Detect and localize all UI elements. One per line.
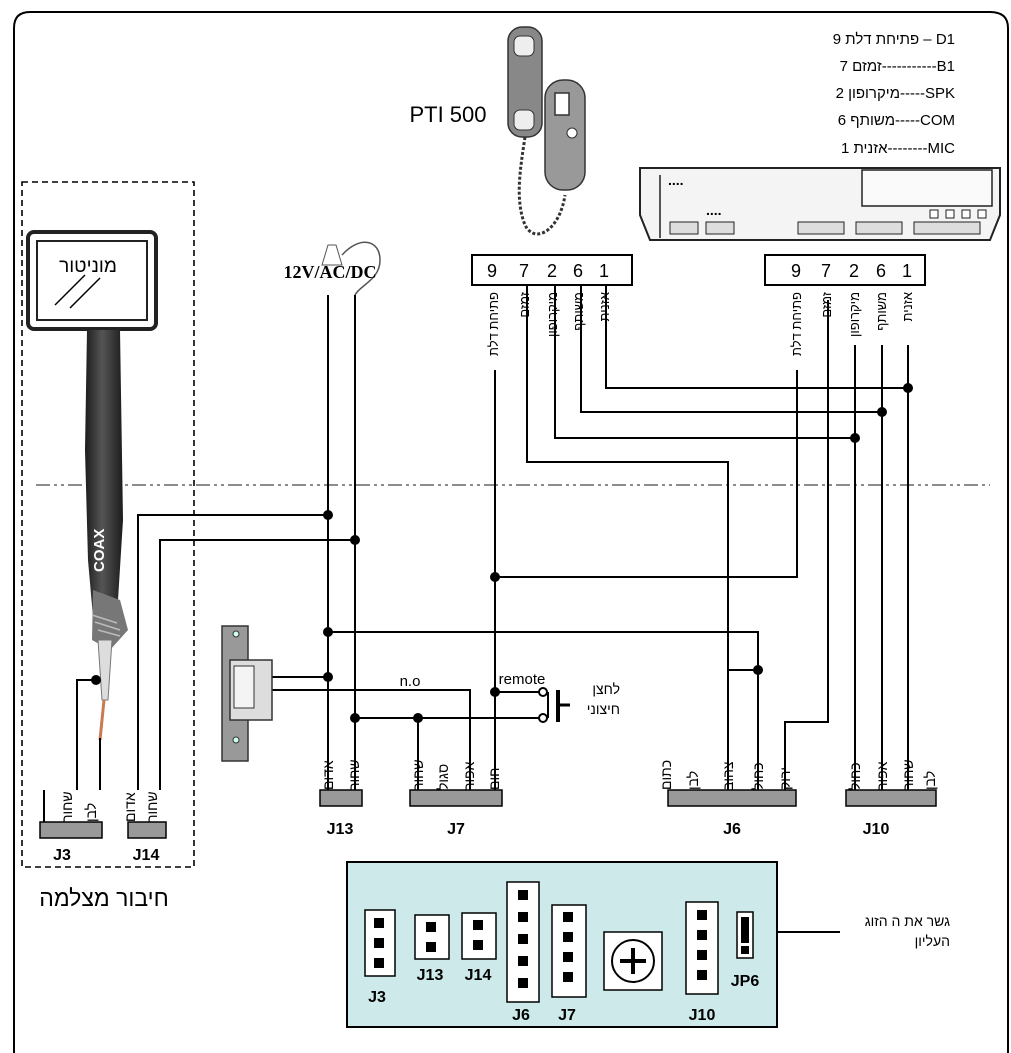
remote-label: remote [499, 671, 546, 688]
legend-line-5: 1 אזנית--------MIC [841, 140, 955, 157]
j6-wire-5: ירוק [777, 767, 793, 790]
terminal-right-num-2: 7 [821, 261, 831, 281]
terminal-left-wire-5: אזנית [597, 292, 612, 322]
j14-wire-1: אדום [122, 792, 138, 822]
terminal-left-wire-4: משותף [571, 292, 586, 331]
j14-label: J14 [133, 847, 160, 864]
connector-j13: אדום שחור J13 [319, 759, 363, 838]
pin-legend: 9 פתיחת דלת – D1 7 זמזם-----------B1 2 מ… [833, 31, 955, 157]
j6-wire-4: כחול [750, 762, 766, 790]
jumper-note-1: גשר את ה הזוג [865, 913, 950, 929]
j7-wire-1: שחור [410, 759, 426, 790]
connector-j6: כתום לבן צהוב כחול ירוק J6 [658, 760, 797, 838]
j10-wire-1: כחול [847, 762, 863, 790]
j3-label: J3 [53, 847, 71, 864]
handset-pti500: PTI 500 [409, 26, 586, 236]
j6-wire-1: כתום [658, 760, 674, 790]
terminal-left-num-1: 9 [487, 261, 497, 281]
board-j6-label: J6 [512, 1007, 530, 1024]
junction-dots [91, 383, 913, 723]
svg-text:....: .... [668, 172, 684, 188]
connector-j7: שחור סגול אפור חום J7 [409, 759, 503, 838]
external-button-label-2: חיצוני [587, 701, 620, 717]
j10-wire-3: שחור [900, 759, 916, 790]
camera-connection-label: חיבור מצלמה [39, 885, 169, 911]
camera-box [21, 181, 195, 868]
legend-line-2: 7 זמזם-----------B1 [840, 58, 955, 75]
coax-cable: COAX [85, 330, 128, 741]
terminal-right-wire-4: משותף [874, 292, 889, 331]
j7-wire-4: חום [486, 768, 502, 790]
board-jp6-label: JP6 [731, 973, 760, 990]
external-button-label-1: לחצן [592, 681, 620, 697]
terminal-left-num-5: 1 [599, 261, 609, 281]
j6-label: J6 [723, 821, 741, 838]
terminal-left-wire-3: מיקרופון [545, 292, 560, 337]
j10-wire-4: לבן [922, 771, 938, 790]
terminal-right-num-4: 6 [876, 261, 886, 281]
j13-label: J13 [327, 821, 354, 838]
wires [76, 285, 909, 790]
power-adapter: 12V/AC/DC [284, 241, 381, 296]
pcb-board: J3 J13 J14 J6 J7 J10 JP6 [346, 861, 778, 1028]
terminal-right-num-5: 1 [902, 261, 912, 281]
monitor: מוניטור [26, 230, 158, 331]
board-j7-label: J7 [558, 1007, 576, 1024]
j3-wire-1: שחור [59, 791, 75, 822]
terminal-right-num-3: 2 [849, 261, 859, 281]
monitor-label: מוניטור [59, 256, 117, 277]
electric-lock [221, 625, 273, 762]
connector-j10: כחול אפור שחור לבן J10 [845, 759, 938, 838]
terminal-left-wire-1: פתיחת דלת [486, 292, 501, 356]
j7-label: J7 [447, 821, 465, 838]
svg-text:....: .... [706, 202, 722, 218]
legend-line-4: 6 משותף-----COM [838, 112, 955, 129]
terminal-block-left: 9 7 2 6 1 פתיחת דלת זמזם מיקרופון משותף … [471, 254, 633, 356]
j6-wire-2: לבן [685, 771, 701, 790]
j13-wire-1: אדום [320, 760, 336, 790]
handset-model: PTI 500 [409, 102, 486, 127]
board-j14-label: J14 [465, 967, 492, 984]
j10-wire-2: אפור [874, 761, 890, 790]
terminal-right-wire-1: פתיחת דלת [789, 292, 804, 356]
j13-wire-2: שחור [346, 759, 362, 790]
connector-j3: שחור לבן J3 [39, 790, 103, 864]
j10-label: J10 [863, 821, 890, 838]
legend-line-3: 2 מיקרופון-----SPK [836, 85, 955, 102]
control-module: .... .... [639, 167, 1001, 241]
j3-wire-2: לבן [83, 803, 99, 822]
terminal-left-num-4: 6 [573, 261, 583, 281]
terminal-right-wire-2: זמזם [819, 291, 834, 317]
board-j13-label: J13 [417, 967, 444, 984]
jumper-note-2: העליון [915, 933, 950, 949]
outer-frame [13, 11, 1009, 1053]
terminal-left-wire-2: זמזם [517, 291, 532, 317]
j6-wire-3: צהוב [720, 761, 736, 790]
j7-wire-2: סגול [435, 764, 451, 790]
power-label: 12V/AC/DC [284, 262, 377, 282]
terminal-left-num-3: 2 [547, 261, 557, 281]
terminal-right-num-1: 9 [791, 261, 801, 281]
terminal-right-wire-3: מיקרופון [847, 292, 862, 337]
board-j10-label: J10 [689, 1007, 716, 1024]
terminal-left-num-2: 7 [519, 261, 529, 281]
n-o-label: n.o [400, 673, 421, 690]
coax-label: COAX [91, 529, 108, 572]
terminal-block-right: 9 7 2 6 1 פתיחת דלת זמזם מיקרופון משותף … [764, 254, 926, 356]
j7-wire-3: אפור [461, 761, 477, 790]
legend-line-1: 9 פתיחת דלת – D1 [833, 31, 955, 48]
j14-wire-2: שחור [144, 791, 160, 822]
board-j3-label: J3 [368, 989, 386, 1006]
connector-j14: אדום שחור J14 [122, 791, 167, 864]
terminal-right-wire-5: אזנית [900, 292, 915, 322]
